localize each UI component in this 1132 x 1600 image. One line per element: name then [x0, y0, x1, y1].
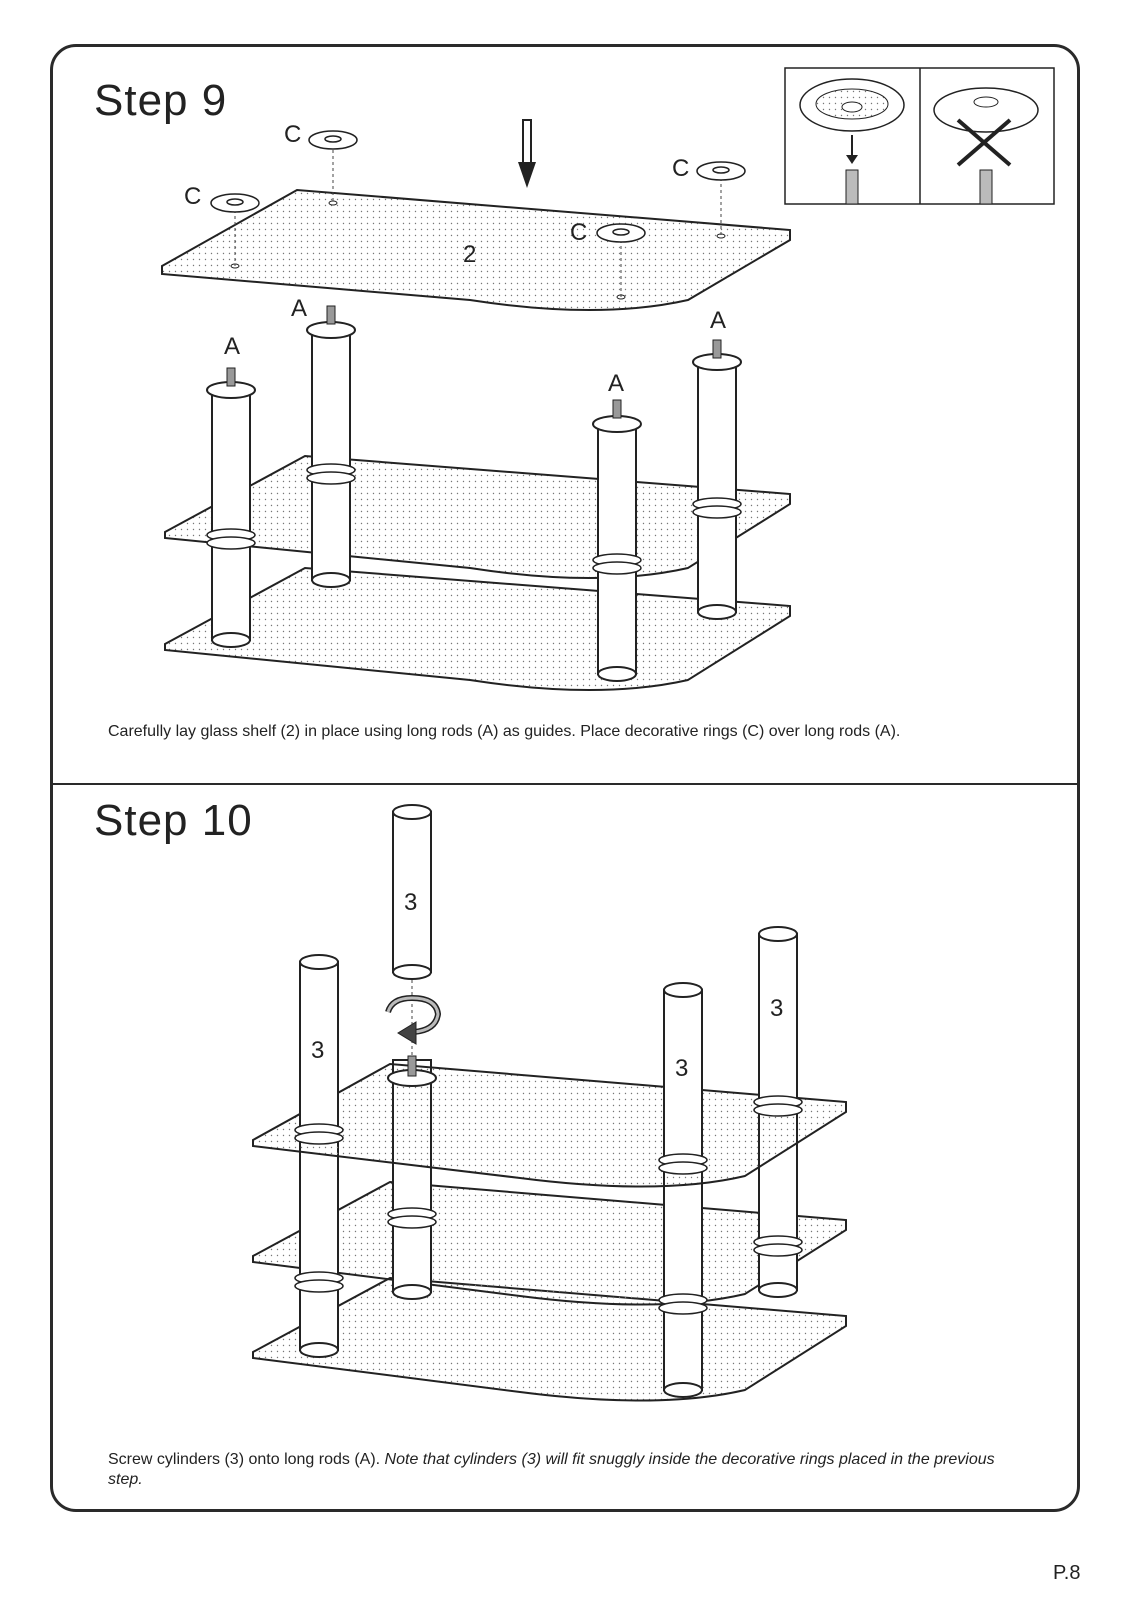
label-rod-a-3: A: [608, 370, 624, 397]
correct-ring-orientation: [799, 78, 905, 205]
rotate-clockwise-icon: [385, 994, 442, 1045]
label-cylinder-3-mid: 3: [675, 1055, 688, 1082]
label-ring-c-3: C: [570, 219, 587, 246]
down-arrow-icon: [518, 119, 536, 188]
incorrect-ring-orientation: [933, 87, 1039, 205]
label-cylinder-3-right: 3: [770, 995, 783, 1022]
step-10-title: Step 10: [94, 796, 253, 845]
step-10-drawing: 3 3 3 3: [252, 804, 847, 1402]
label-rod-a-4: A: [710, 307, 726, 334]
label-ring-c-4: C: [672, 155, 689, 182]
page-frame: [50, 44, 1080, 1512]
label-shelf-2: 2: [463, 241, 476, 268]
label-cylinder-3-falling: 3: [404, 889, 417, 916]
step-10-caption-note: Note that cylinders (3) will fit snuggly…: [108, 1451, 995, 1488]
label-ring-c-1: C: [184, 183, 201, 210]
step-10-caption-text: Screw cylinders (3) onto long rods (A).: [108, 1451, 385, 1468]
label-cylinder-3-left: 3: [311, 1037, 324, 1064]
step-9-drawing: C C C C 2 A A A A: [161, 119, 791, 691]
correct-incorrect-inset: [784, 67, 1055, 205]
label-rod-a-2: A: [291, 295, 307, 322]
label-rod-a-1: A: [224, 333, 240, 360]
page-number: P.8: [1053, 1562, 1081, 1584]
step-9-title: Step 9: [94, 76, 228, 125]
step-10-caption: Screw cylinders (3) onto long rods (A). …: [108, 1450, 1028, 1490]
label-ring-c-2: C: [284, 121, 301, 148]
step-9-caption: Carefully lay glass shelf (2) in place u…: [108, 723, 901, 740]
section-divider: [50, 783, 1080, 785]
